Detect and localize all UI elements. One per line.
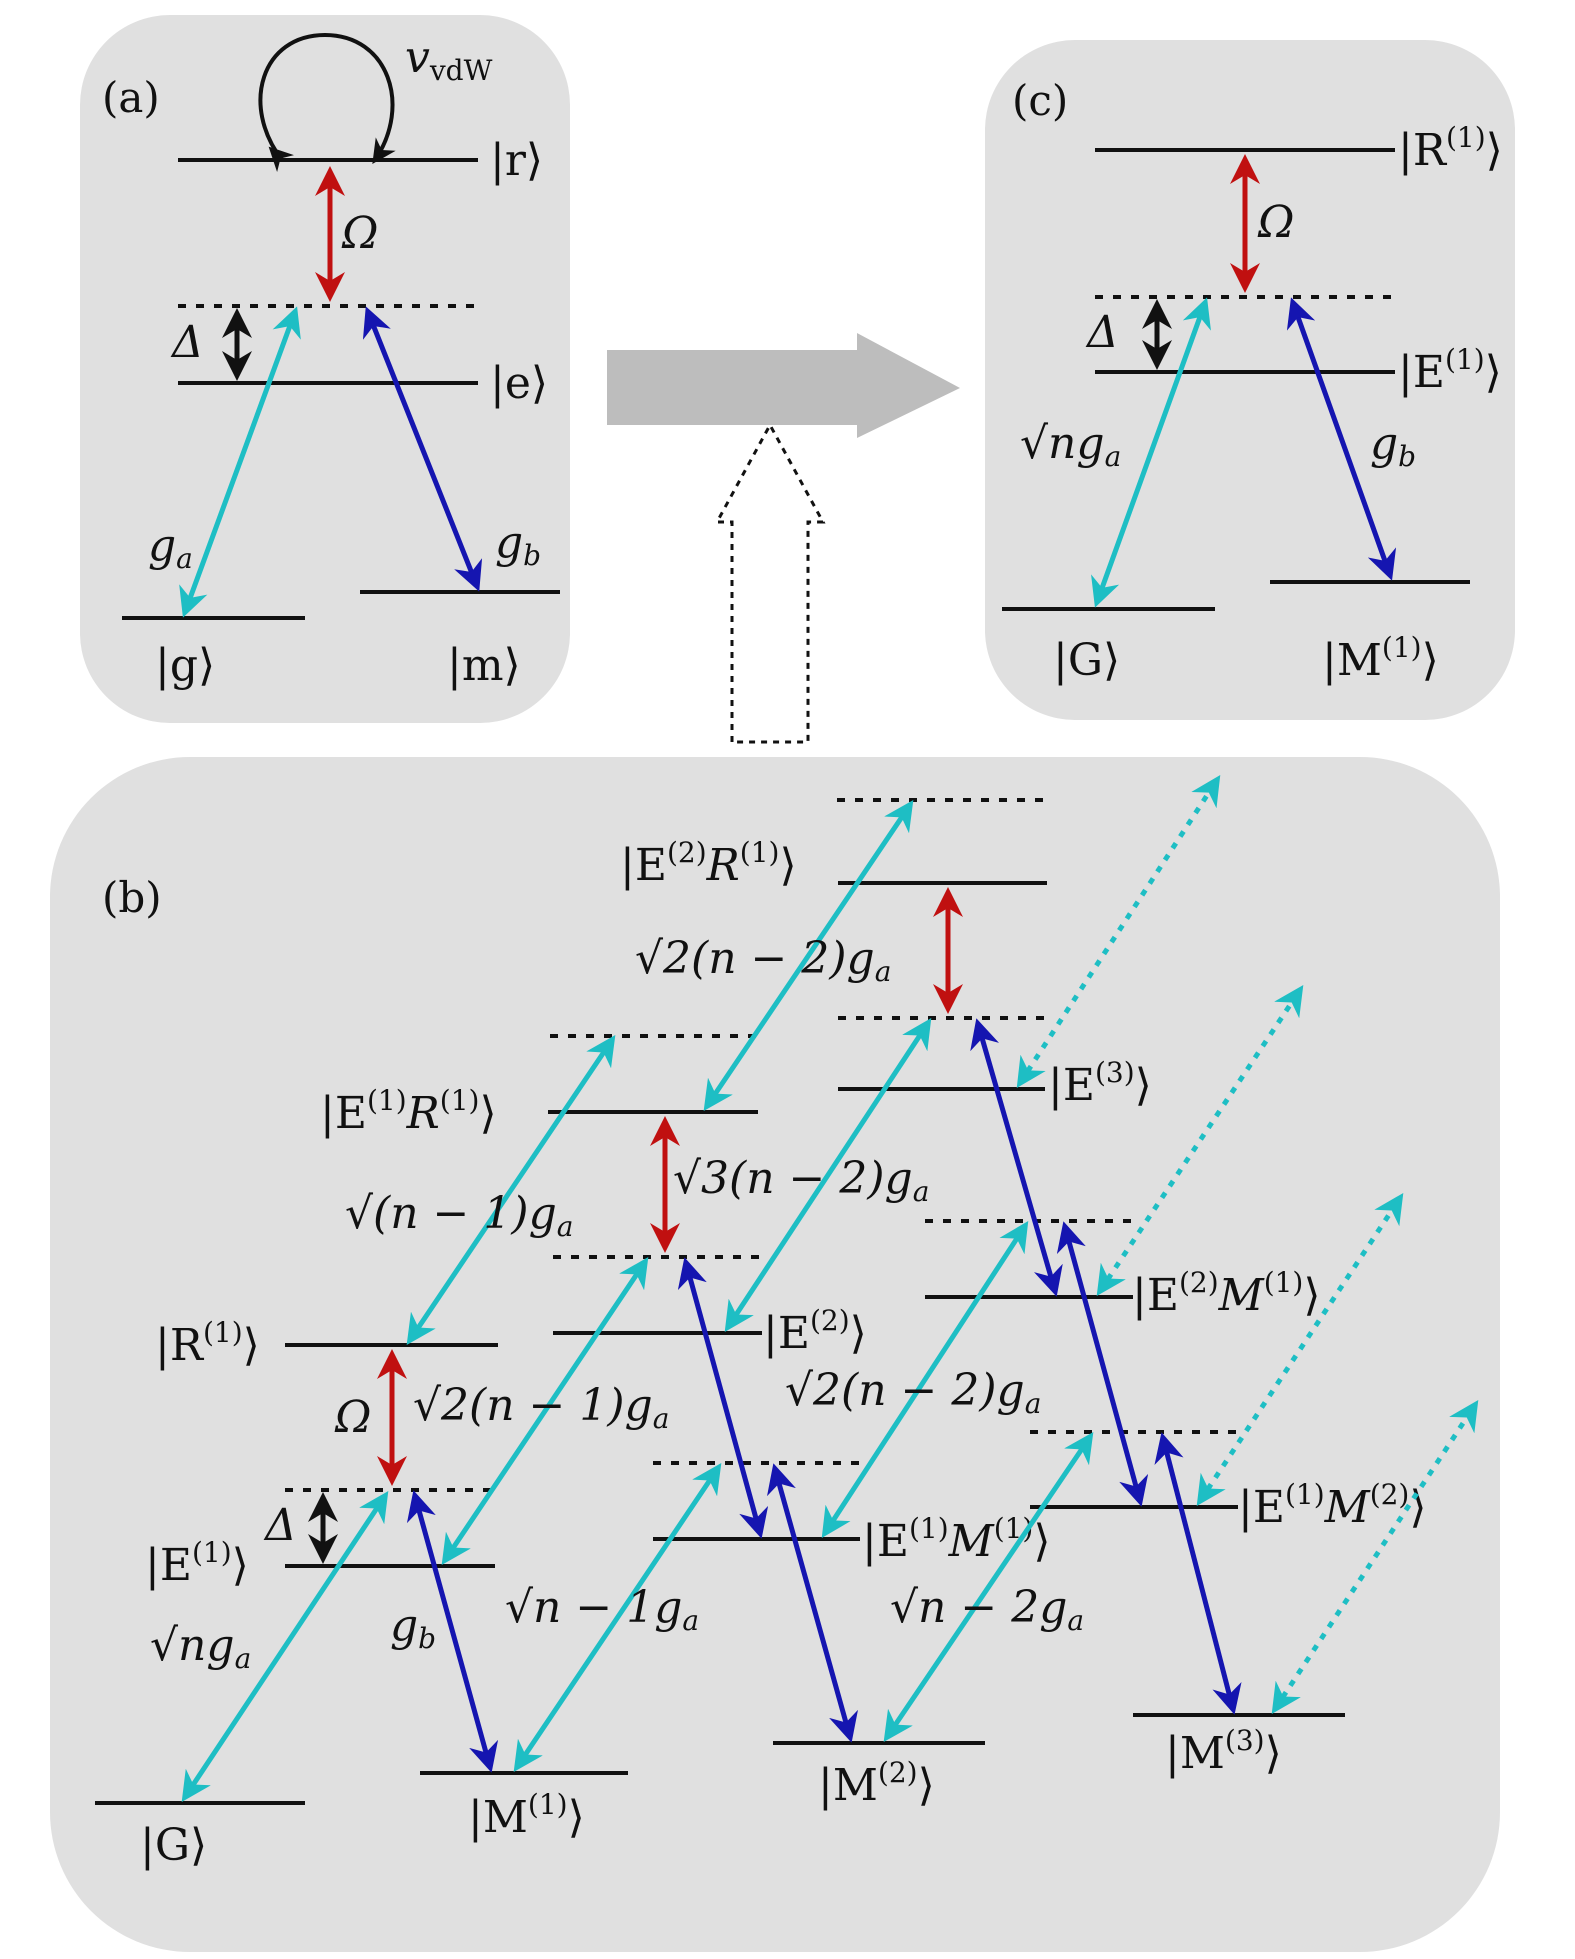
panel-b: (b) |G⟩ |E(1)⟩ |R(1)⟩ |M(1)⟩ |E(1)R(1)⟩ …: [95, 774, 1479, 1871]
vdw-label: vvdW: [405, 32, 493, 87]
level-G-c-label: |G⟩: [1053, 635, 1120, 686]
delta-label-b: Δ: [263, 1500, 297, 1551]
coupling-sqrt-3n-2: √3(n − 2)ga: [673, 1153, 929, 1208]
level-R1-b-label: |R(1)⟩: [155, 1316, 260, 1371]
panel-b-label: (b): [102, 873, 162, 922]
panel-a-label: (a): [102, 73, 160, 122]
gb-arrow-c: [1286, 297, 1397, 581]
gb-arrow-b-2: [677, 1257, 769, 1539]
gb-arrow-b-5: [1056, 1221, 1149, 1507]
gb-arrow-a: [362, 306, 483, 592]
coupling-sqrt-2n-2-top: √2(n − 2)ga: [635, 933, 891, 988]
level-G-b-label: |G⟩: [140, 1820, 207, 1871]
level-m-label: |m⟩: [447, 640, 521, 691]
level-r-label: |r⟩: [490, 135, 543, 186]
panel-c: (c) |R(1)⟩ |E(1)⟩ |G⟩ |M(1)⟩ Ω Δ √nga gb: [1002, 76, 1503, 686]
ga-label-a: ga: [148, 520, 193, 575]
transform-arrow: [607, 333, 960, 438]
gb-label-b: gb: [390, 1600, 436, 1655]
level-R1-c-label: |R(1)⟩: [1398, 121, 1503, 176]
level-E1-c-label: |E(1)⟩: [1398, 343, 1502, 398]
vdw-loop: [258, 32, 396, 164]
level-g-label: |g⟩: [155, 640, 215, 691]
omega-label-c: Ω: [1257, 197, 1294, 248]
coupling-sqrt-n: √nga: [150, 1620, 251, 1675]
coupling-sqrt-n-1-paren: √(n − 1)ga: [345, 1188, 573, 1243]
omega-label-a: Ω: [341, 208, 378, 259]
dotted-arrow-b-4: [1271, 1399, 1479, 1715]
gb-label-c: gb: [1370, 418, 1416, 473]
coupling-sqrt-2n-1: √2(n − 1)ga: [413, 1380, 669, 1435]
sqrt-n-ga-label-c: √nga: [1020, 418, 1121, 473]
gb-arrow-b-1: [406, 1490, 499, 1773]
coupling-sqrt-n-minus-1: √n − 1ga: [505, 1582, 699, 1637]
level-M1-b-label: |M(1)⟩: [468, 1788, 585, 1843]
level-e-label: |e⟩: [490, 358, 548, 409]
level-M1-c-label: |M(1)⟩: [1322, 631, 1439, 686]
dotted-up-arrow: [714, 421, 826, 744]
delta-label-a: Δ: [170, 317, 204, 368]
omega-label-b: Ω: [334, 1392, 371, 1443]
level-M3-b-label: |M(3)⟩: [1165, 1724, 1282, 1779]
ga-arrow-a: [179, 306, 301, 618]
coupling-sqrt-n-minus-2: √n − 2ga: [890, 1582, 1084, 1637]
panel-a: (a) vvdW |r⟩ |e⟩ |g⟩ |m⟩ Ω Δ ga gb: [102, 32, 560, 691]
coupling-sqrt-2n-2-mid: √2(n − 2)ga: [785, 1365, 1041, 1420]
ga-arrow-b-1: [181, 1491, 389, 1802]
panel-c-label: (c): [1012, 76, 1068, 125]
level-M2-b-label: |M(2)⟩: [818, 1756, 935, 1811]
gb-arrow-b-4: [970, 1018, 1063, 1297]
sqrt-n-ga-arrow-c: [1091, 297, 1211, 608]
gb-arrow-b-3: [767, 1463, 858, 1743]
gb-arrow-b-6: [1154, 1432, 1242, 1715]
ga-arrow-b-8: [883, 1432, 1094, 1742]
delta-label-c: Δ: [1085, 307, 1119, 358]
gb-label-a: gb: [495, 517, 541, 572]
